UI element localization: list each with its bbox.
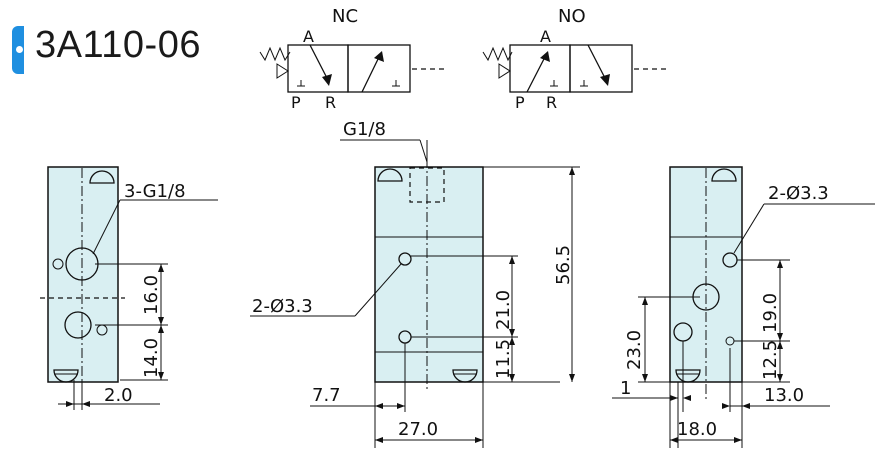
center-dim-lower: 11.5 (493, 339, 514, 379)
right-dim-h2: 13.0 (764, 385, 804, 406)
nc-port-p: P (291, 93, 301, 112)
nc-valve-symbol: NC A P R (259, 6, 448, 112)
right-dim-h1: 1 (620, 378, 631, 399)
right-dim-v2: 19.0 (760, 293, 781, 333)
nc-actuator-icon (276, 63, 289, 79)
right-dim-v3: 12.5 (760, 340, 781, 380)
center-dim-height: 56.5 (553, 245, 574, 285)
left-callout: 3-G1/8 (124, 181, 186, 202)
left-dim-offset: 2.0 (104, 385, 133, 406)
model-title: 3A110-06 (35, 24, 201, 66)
nc-port-r: R (325, 93, 336, 112)
left-port-lower (64, 311, 92, 339)
no-spring-icon (482, 46, 513, 62)
no-box-right (569, 44, 633, 93)
center-port-label: G1/8 (343, 119, 386, 140)
right-dim-v1: 23.0 (624, 330, 645, 370)
right-hole-callout: 2-Ø3.3 (768, 183, 829, 204)
center-hole-upper (398, 252, 412, 266)
center-dim-offset: 7.7 (312, 385, 341, 406)
right-view-body (669, 166, 743, 383)
center-view-body (374, 166, 484, 383)
no-box-left (509, 44, 571, 93)
left-dim-upper: 16.0 (141, 275, 162, 315)
no-port-p: P (515, 93, 525, 112)
center-dim-upper: 21.0 (493, 290, 514, 330)
left-dim-lower: 14.0 (141, 338, 162, 378)
center-dim-width: 27.0 (398, 419, 438, 440)
nc-box-right (347, 44, 411, 93)
center-front-view: G1/8 2-Ø3.3 21.0 11.5 56.5 (250, 119, 580, 448)
nc-box-left (287, 44, 349, 93)
nc-label: NC (332, 6, 358, 27)
no-label: NO (558, 6, 586, 27)
nc-port-a: A (303, 27, 314, 46)
left-side-view: 3-G1/8 16.0 14.0 2.0 (40, 166, 218, 410)
no-actuator-icon (498, 63, 511, 79)
center-hole-callout: 2-Ø3.3 (252, 296, 313, 317)
title-bullet (16, 46, 23, 53)
right-side-view: 2-Ø3.3 23.0 19.0 12.5 1 13.0 (612, 166, 875, 448)
right-dim-width: 18.0 (677, 419, 717, 440)
no-port-r: R (546, 93, 557, 112)
no-port-a: A (540, 27, 551, 46)
no-valve-symbol: NO A P R (482, 6, 668, 112)
left-view-body (47, 166, 119, 383)
nc-spring-icon (259, 46, 291, 62)
